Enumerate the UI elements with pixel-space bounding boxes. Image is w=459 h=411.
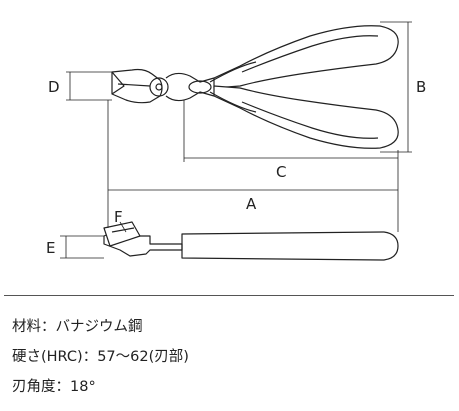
dim-label-c: C xyxy=(276,163,286,181)
dim-label-e: E xyxy=(46,239,55,257)
dim-label-d: D xyxy=(48,78,60,96)
blade-angle-edge xyxy=(111,227,135,233)
lower-handle xyxy=(213,85,399,149)
dim-label-f: F xyxy=(114,208,123,226)
dimension-lines xyxy=(60,21,412,259)
upper-handle-inner-line xyxy=(241,35,379,73)
spec-material: 材料：バナジウム鋼 xyxy=(12,319,143,335)
plier-top-view xyxy=(111,25,399,149)
plier-side-view xyxy=(103,221,399,261)
plier-technical-drawing: D B C A F E xyxy=(46,21,426,261)
jaw-tip-detail xyxy=(111,71,125,95)
lower-handle-inner-line xyxy=(241,101,379,139)
spring-ring xyxy=(188,80,212,94)
spec-blade-angle: 刃角度：18° xyxy=(12,379,96,395)
dim-f-leader xyxy=(119,221,127,233)
spec-divider xyxy=(4,295,454,296)
side-handle xyxy=(181,231,399,261)
plier-neck xyxy=(165,72,215,102)
pivot-screw-center xyxy=(155,83,163,91)
dim-label-b: B xyxy=(416,78,426,96)
dim-label-a: A xyxy=(246,195,257,213)
pivot-screw xyxy=(149,77,169,97)
plier-jaw xyxy=(111,68,163,104)
upper-handle xyxy=(213,25,399,89)
spec-hardness: 硬さ(HRC)：57〜62(刃部) xyxy=(12,349,189,365)
spring-wire xyxy=(209,61,257,113)
